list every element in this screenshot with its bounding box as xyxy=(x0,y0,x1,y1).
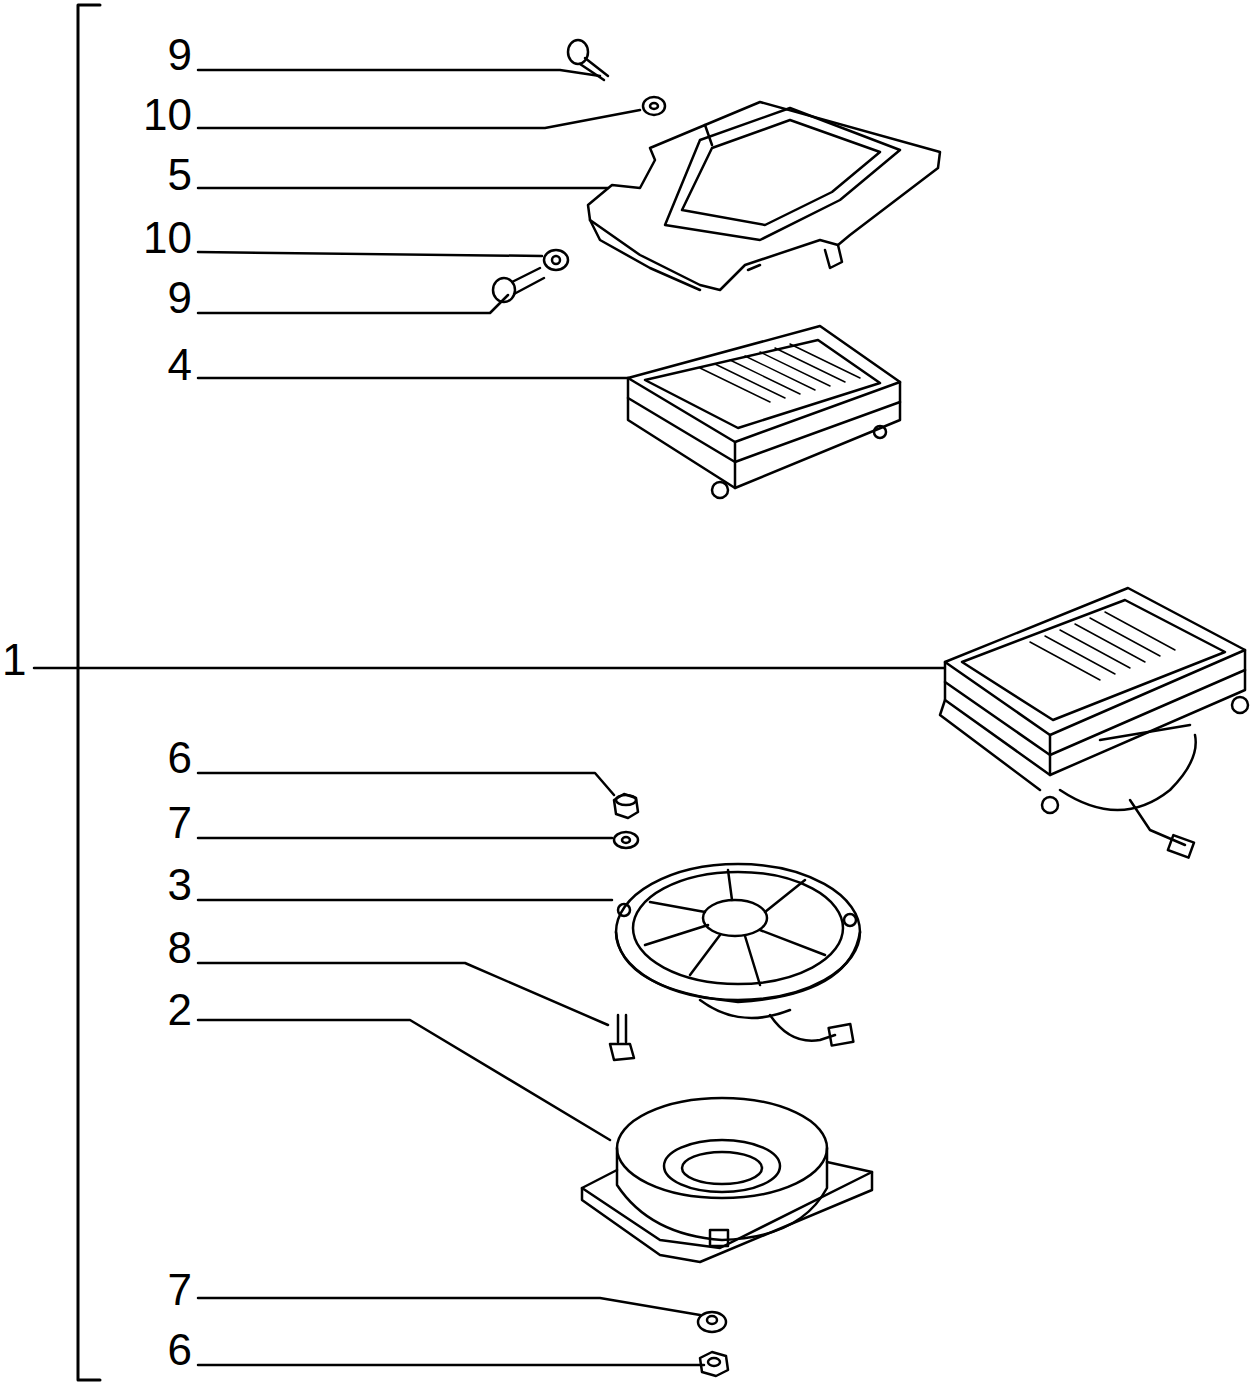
callout-number: 9 xyxy=(168,33,192,77)
callout-number: 2 xyxy=(168,988,192,1032)
washer xyxy=(643,97,665,115)
callout-number: 10 xyxy=(143,216,192,260)
callout-number: 10 xyxy=(143,93,192,137)
washer xyxy=(698,1312,726,1332)
mounting-frame xyxy=(588,102,940,290)
screw xyxy=(610,1015,634,1060)
bolt xyxy=(493,268,544,302)
bolt xyxy=(568,40,608,80)
heater-core xyxy=(628,326,900,498)
nut xyxy=(700,1352,728,1376)
callout-number: 7 xyxy=(168,801,192,845)
callout-number: 4 xyxy=(168,343,192,387)
group-bracket xyxy=(78,5,100,1380)
callout-number: 1 xyxy=(2,638,26,682)
washer xyxy=(614,832,638,848)
fan-motor xyxy=(616,864,860,1046)
leader-lines xyxy=(34,70,944,1365)
callout-number: 3 xyxy=(168,863,192,907)
callout-number: 5 xyxy=(168,153,192,197)
callout-number: 8 xyxy=(168,926,192,970)
callout-number: 6 xyxy=(168,736,192,780)
washer xyxy=(544,250,568,270)
callout-number: 9 xyxy=(168,276,192,320)
assembled-unit xyxy=(940,588,1248,858)
callout-number: 7 xyxy=(168,1268,192,1312)
nut xyxy=(614,794,638,818)
callout-number: 6 xyxy=(168,1328,192,1372)
fan-housing xyxy=(582,1098,872,1262)
